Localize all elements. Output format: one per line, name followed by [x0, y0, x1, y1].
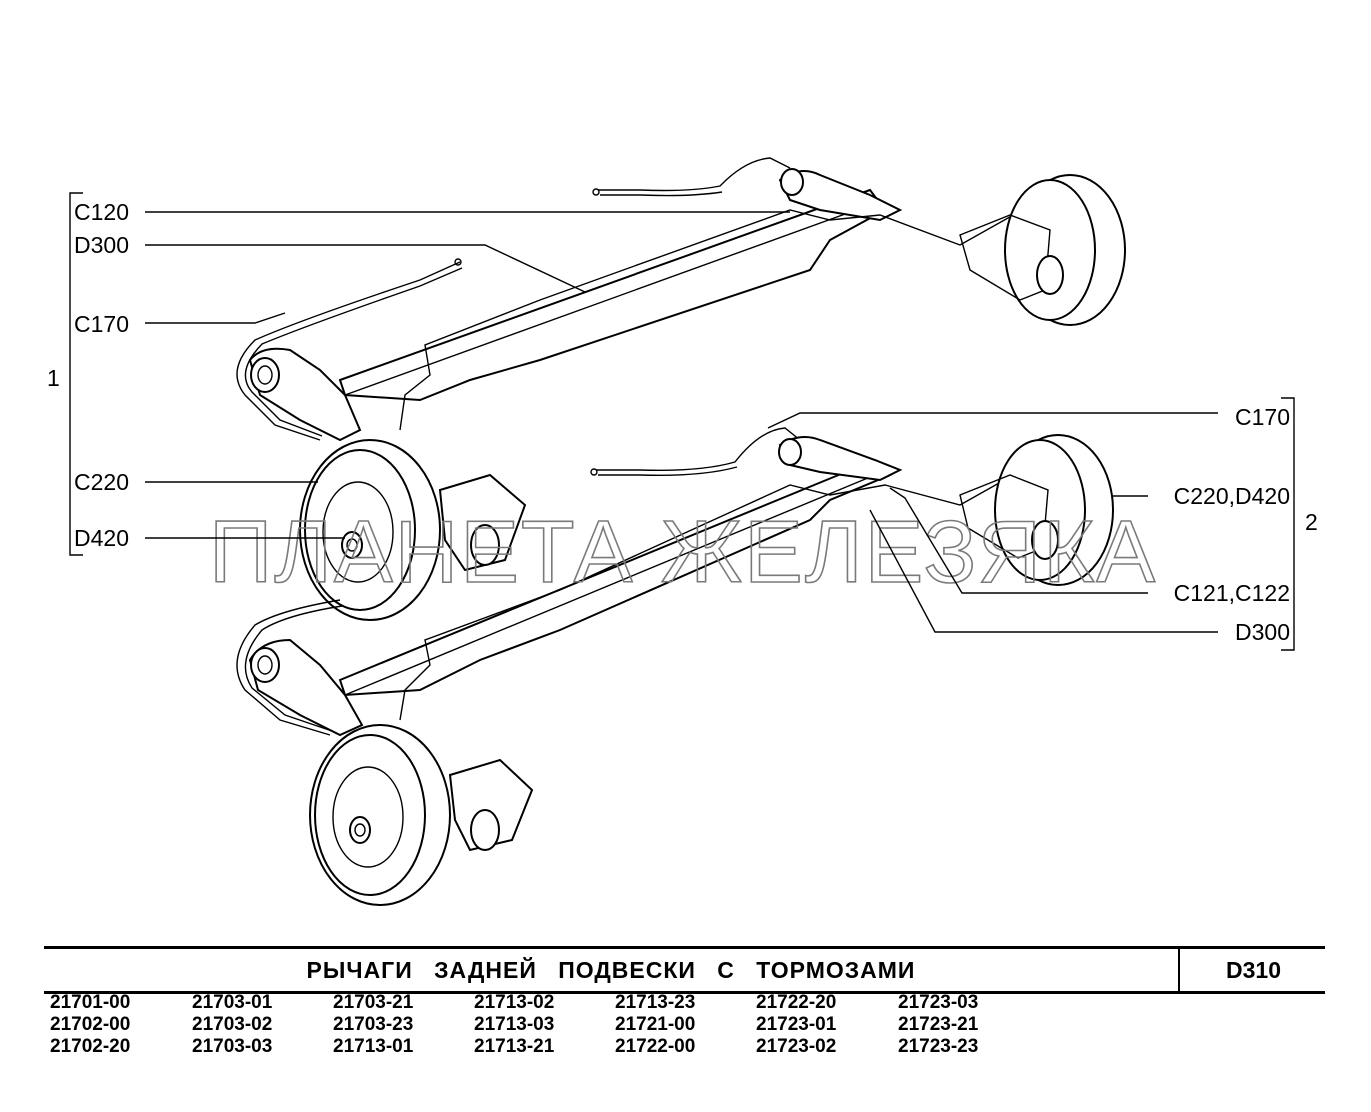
diagram-title: РЫЧАГИ ЗАДНЕЙ ПОДВЕСКИ С ТОРМОЗАМИ	[306, 957, 916, 983]
model-code: 21713-01	[333, 1036, 414, 1057]
model-code: 21723-01	[756, 1014, 837, 1035]
model-code: 21723-03	[898, 992, 979, 1013]
model-code: 21702-20	[50, 1036, 131, 1057]
label-d300-lower: D300	[1235, 619, 1290, 645]
lower-axle-assembly	[236, 427, 1114, 906]
group-label-1: 1	[47, 365, 60, 391]
diagram-code: D310	[1178, 949, 1327, 991]
label-c220: C220	[74, 469, 129, 495]
model-code: 21713-02	[474, 992, 555, 1013]
label-c170-lower: C170	[1235, 404, 1290, 430]
model-code: 21723-23	[898, 1036, 979, 1057]
model-code: 21721-00	[615, 1014, 696, 1035]
title-block: РЫЧАГИ ЗАДНЕЙ ПОДВЕСКИ С ТОРМОЗАМИ D310 …	[44, 946, 1325, 1076]
model-code: 21713-03	[474, 1014, 555, 1035]
model-code: 21713-21	[474, 1036, 555, 1057]
watermark-text: ПЛАНЕТА ЖЕЛЕЗЯКА	[209, 502, 1157, 601]
model-code: 21703-01	[192, 992, 273, 1013]
model-code: 21703-03	[192, 1036, 273, 1057]
label-c121-c122: C121,C122	[1174, 580, 1290, 606]
group-label-2: 2	[1305, 509, 1318, 535]
label-c170-upper: C170	[74, 311, 129, 337]
model-code: 21723-21	[898, 1014, 979, 1035]
label-c220-d420: C220,D420	[1174, 483, 1290, 509]
left-callouts: 1 C120 D300 C170 C220 D420	[47, 192, 790, 556]
model-code: 21703-21	[333, 992, 414, 1013]
model-code: 21703-02	[192, 1014, 273, 1035]
upper-axle-assembly	[236, 157, 1126, 621]
model-code: 21703-23	[333, 1014, 414, 1035]
label-c120: C120	[74, 199, 129, 225]
right-callouts: 2 C170 C220,D420 C121,C122 D300	[767, 397, 1318, 651]
model-code: 21713-23	[615, 992, 696, 1013]
title-row: РЫЧАГИ ЗАДНЕЙ ПОДВЕСКИ С ТОРМОЗАМИ D310	[44, 946, 1325, 994]
label-d420: D420	[74, 525, 129, 551]
model-code: 21723-02	[756, 1036, 837, 1057]
model-code: 21701-00	[50, 992, 131, 1013]
model-code: 21722-00	[615, 1036, 696, 1057]
model-code: 21722-20	[756, 992, 837, 1013]
model-code: 21702-00	[50, 1014, 131, 1035]
label-d300-upper: D300	[74, 232, 129, 258]
